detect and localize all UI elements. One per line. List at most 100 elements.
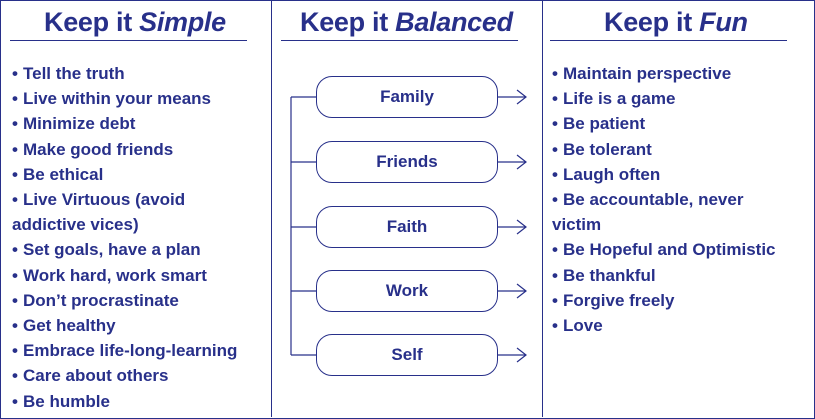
- list-item-text: Tell the truth: [23, 64, 125, 83]
- list-item-text: Be humble: [23, 391, 110, 411]
- arrow-right-icon: [516, 154, 527, 170]
- list-item: •Be Hopeful and Optimistic: [552, 237, 776, 262]
- list-item: •Love: [552, 313, 776, 338]
- box-work: Work: [316, 270, 498, 312]
- list-item-text: Live Virtuous (avoid: [23, 190, 186, 210]
- list-item: •Be ethical: [12, 162, 237, 187]
- list-item-text: Be thankful: [563, 265, 656, 285]
- heading-keep-it-fun: Keep it Fun: [604, 4, 748, 40]
- list-item: •Get healthy: [12, 313, 237, 338]
- list-item: •Work hard, work smart: [12, 263, 237, 288]
- list-item: •Make good friends: [12, 137, 237, 162]
- heading-prefix: Keep it: [300, 7, 396, 37]
- list-item: victim: [552, 212, 776, 237]
- list-item-text: Make good friends: [23, 139, 174, 159]
- list-item: •Embrace life-long-learning: [12, 338, 237, 363]
- list-item: •Laugh often: [552, 162, 776, 187]
- list-item-text: Set goals, have a plan: [23, 240, 201, 260]
- list-item-text: addictive vices): [12, 215, 139, 235]
- list-item: •Life is a game: [552, 86, 776, 111]
- heading-emphasis: Simple: [139, 7, 226, 37]
- list-item-text: Care about others: [23, 366, 169, 386]
- bullet-glyph: •: [552, 290, 558, 310]
- heading-prefix: Keep it: [44, 7, 140, 37]
- list-item-text: Embrace life-long-learning: [23, 341, 238, 361]
- list-item-text: Love: [563, 316, 603, 336]
- fun-list: •Maintain perspective•Life is a game•Be …: [552, 61, 776, 338]
- list-item: • Maintain perspective: [552, 61, 776, 86]
- list-item-text: Get healthy: [23, 316, 116, 336]
- list-item-text: Work hard, work smart: [23, 265, 207, 285]
- bullet-glyph: •: [12, 341, 18, 361]
- list-item: •Live Virtuous (avoid: [12, 187, 237, 212]
- list-item-text: Live within your means: [23, 89, 211, 109]
- bullet-glyph: •: [12, 114, 18, 134]
- bullet-glyph: •: [552, 64, 558, 83]
- list-item-text: Be Hopeful and Optimistic: [563, 240, 776, 260]
- box-family: Family: [316, 76, 498, 118]
- list-item-text: Be tolerant: [563, 139, 652, 159]
- bullet-glyph: •: [12, 240, 18, 260]
- list-item: •Minimize debt: [12, 111, 237, 136]
- list-item: •Be humble: [12, 389, 237, 414]
- list-item: addictive vices): [12, 212, 237, 237]
- bullet-glyph: •: [12, 265, 18, 285]
- arrow-right-icon: [516, 219, 527, 235]
- heading-underline: [281, 40, 518, 41]
- heading-underline: [10, 40, 247, 41]
- list-item-text: Don’t procrastinate: [23, 290, 179, 310]
- heading-keep-it-balanced: Keep it Balanced: [300, 4, 513, 40]
- arrow-right-icon: [516, 283, 527, 299]
- box-self: Self: [316, 334, 498, 376]
- bullet-glyph: •: [552, 114, 558, 134]
- list-item: •Set goals, have a plan: [12, 237, 237, 262]
- list-item-text: Laugh often: [563, 164, 661, 184]
- list-item: •Live within your means: [12, 86, 237, 111]
- box-faith: Faith: [316, 206, 498, 248]
- list-item-text: Forgive freely: [563, 290, 675, 310]
- simple-list: •Tell the truth•Live within your means•M…: [12, 61, 237, 414]
- list-item-text: Life is a game: [563, 89, 676, 109]
- bullet-glyph: •: [12, 64, 18, 83]
- bullet-glyph: •: [552, 164, 558, 184]
- list-item: •Care about others: [12, 363, 237, 388]
- bullet-glyph: •: [12, 366, 18, 386]
- bullet-glyph: •: [552, 89, 558, 109]
- arrow-right-icon: [516, 89, 527, 105]
- bullet-glyph: •: [12, 139, 18, 159]
- column-keep-it-fun: Keep it Fun •Maintain perspective•Life i…: [543, 0, 814, 417]
- list-item-text: Maintain perspective: [563, 64, 732, 83]
- bullet-glyph: •: [552, 316, 558, 336]
- bullet-glyph: •: [552, 240, 558, 260]
- list-item-text: Be ethical: [23, 164, 104, 184]
- bullet-glyph: •: [12, 290, 18, 310]
- list-item-text: victim: [552, 215, 602, 235]
- column-keep-it-simple: Keep it Simple •Tell the truth•Live with…: [0, 0, 272, 417]
- bullet-glyph: •: [12, 89, 18, 109]
- list-item: •Be tolerant: [552, 137, 776, 162]
- bullet-glyph: •: [552, 265, 558, 285]
- list-item: •Forgive freely: [552, 288, 776, 313]
- list-item-text: Be patient: [563, 114, 646, 134]
- list-item-text: Minimize debt: [23, 114, 136, 134]
- bullet-glyph: •: [12, 190, 18, 210]
- list-item: •Be patient: [552, 111, 776, 136]
- heading-emphasis: Balanced: [395, 7, 513, 37]
- heading-prefix: Keep it: [604, 7, 700, 37]
- list-item: • Tell the truth: [12, 61, 237, 86]
- list-item: •Be thankful: [552, 263, 776, 288]
- connector-lines: [290, 89, 527, 363]
- bullet-glyph: •: [552, 139, 558, 159]
- heading-keep-it-simple: Keep it Simple: [44, 4, 226, 40]
- list-item: •Be accountable, never: [552, 187, 776, 212]
- list-item-text: Be accountable, never: [563, 190, 744, 210]
- bullet-glyph: •: [12, 164, 18, 184]
- bullet-glyph: •: [12, 316, 18, 336]
- arrow-right-icon: [516, 347, 527, 363]
- heading-underline: [550, 40, 787, 41]
- box-friends: Friends: [316, 141, 498, 183]
- bullet-glyph: •: [552, 190, 558, 210]
- list-item: •Don’t procrastinate: [12, 288, 237, 313]
- heading-emphasis: Fun: [699, 7, 748, 37]
